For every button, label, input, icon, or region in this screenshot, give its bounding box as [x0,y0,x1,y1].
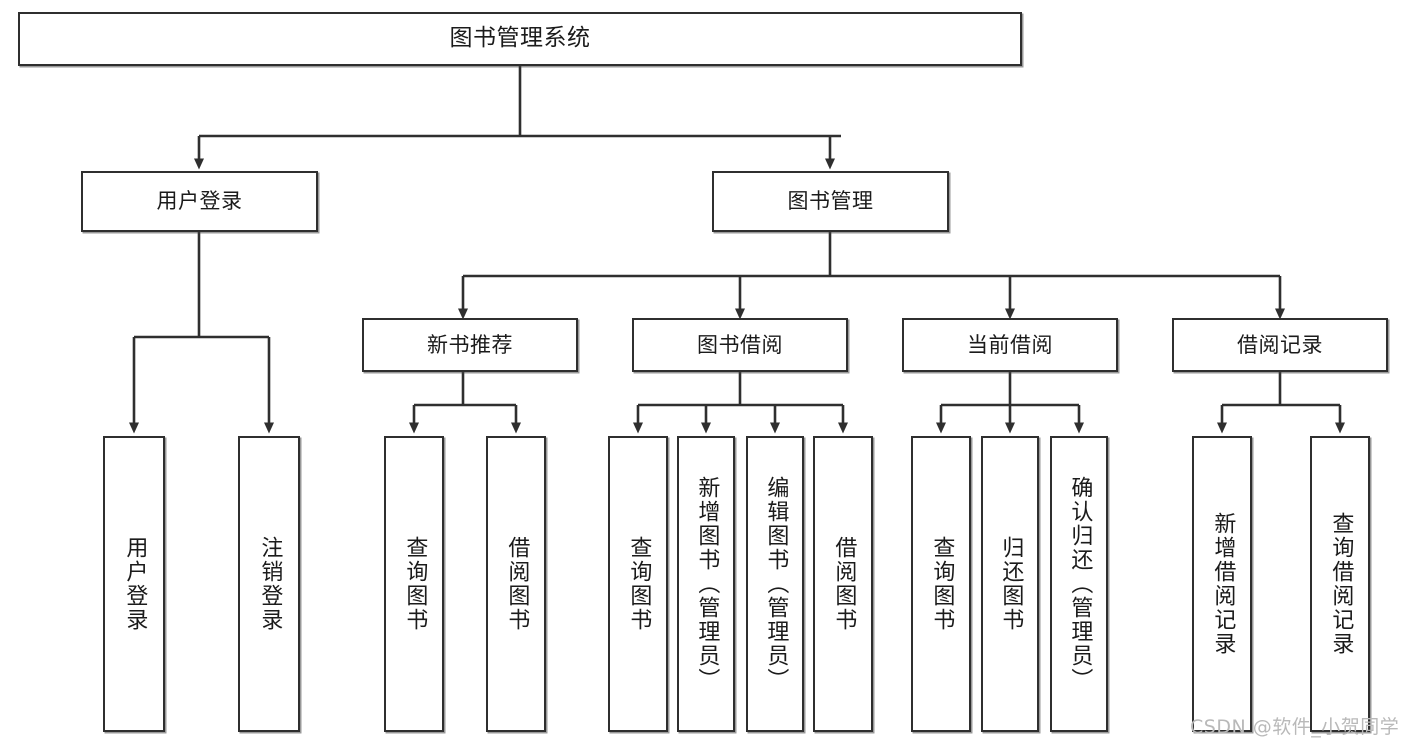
node-leaf-query-book-3-label: 查询图书 [929,536,955,632]
node-leaf-user-login[interactable]: 用户登录 [103,436,165,732]
node-leaf-query-book-1-label: 查询图书 [402,536,428,632]
node-leaf-borrow-book-2[interactable]: 借阅图书 [813,436,873,732]
node-leaf-borrow-book-1[interactable]: 借阅图书 [486,436,546,732]
node-leaf-return-book[interactable]: 归还图书 [981,436,1039,732]
node-leaf-add-record[interactable]: 新增借阅记录 [1192,436,1252,732]
node-leaf-borrow-book-2-label: 借阅图书 [831,536,857,632]
node-leaf-edit-book-label: 编辑图书（管理员） [763,476,789,692]
node-leaf-edit-book[interactable]: 编辑图书（管理员） [746,436,804,732]
node-new-book-recommend-label: 新书推荐 [427,332,513,357]
node-leaf-confirm-return[interactable]: 确认归还（管理员） [1050,436,1108,732]
node-root[interactable]: 图书管理系统 [18,12,1022,66]
node-leaf-confirm-return-label: 确认归还（管理员） [1067,476,1093,692]
node-book-borrow-label: 图书借阅 [697,332,783,357]
node-book-manage-label: 图书管理 [787,189,874,214]
node-book-borrow[interactable]: 图书借阅 [632,318,848,372]
node-leaf-query-book-2[interactable]: 查询图书 [608,436,668,732]
node-current-borrow[interactable]: 当前借阅 [902,318,1118,372]
node-user-login-label: 用户登录 [156,189,243,214]
node-book-manage[interactable]: 图书管理 [712,171,949,232]
node-leaf-query-record-label: 查询借阅记录 [1328,512,1354,656]
node-leaf-query-book-3[interactable]: 查询图书 [911,436,971,732]
node-borrow-record-label: 借阅记录 [1237,332,1323,357]
node-leaf-return-book-label: 归还图书 [998,536,1024,632]
node-leaf-query-book-2-label: 查询图书 [626,536,652,632]
node-leaf-add-book-label: 新增图书（管理员） [694,476,720,692]
node-leaf-logout-login[interactable]: 注销登录 [238,436,300,732]
node-leaf-user-login-label: 用户登录 [122,536,148,632]
node-leaf-add-book[interactable]: 新增图书（管理员） [677,436,735,732]
node-borrow-record[interactable]: 借阅记录 [1172,318,1388,372]
node-root-label: 图书管理系统 [449,25,591,52]
node-current-borrow-label: 当前借阅 [967,332,1053,357]
node-leaf-borrow-book-1-label: 借阅图书 [504,536,530,632]
node-new-book-recommend[interactable]: 新书推荐 [362,318,578,372]
node-leaf-add-record-label: 新增借阅记录 [1210,512,1236,656]
watermark: CSDN @软件_小贺同学 [1190,716,1400,738]
node-leaf-logout-login-label: 注销登录 [257,536,283,632]
node-leaf-query-book-1[interactable]: 查询图书 [384,436,444,732]
node-user-login[interactable]: 用户登录 [81,171,318,232]
node-leaf-query-record[interactable]: 查询借阅记录 [1310,436,1370,732]
